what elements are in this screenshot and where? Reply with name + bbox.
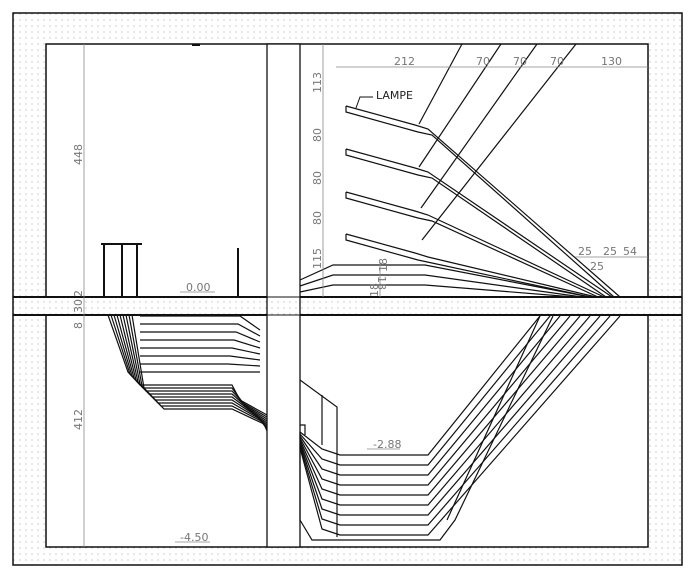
dim-upper-height: 448 (72, 144, 85, 165)
stair-lines (107, 43, 621, 541)
dim-slab-a: 8 (72, 322, 85, 329)
lamp-fin (345, 105, 621, 298)
funnel-line (299, 315, 571, 486)
lamp-fin (345, 233, 597, 298)
lamp-label: LAMPE (376, 89, 413, 102)
dim-vertical: 80 (311, 171, 324, 185)
funnel-line (299, 315, 541, 456)
dimension-lines (83, 44, 648, 547)
lower-step (140, 339, 261, 349)
dim-bottom-right: 25 (578, 245, 592, 258)
lower-step (131, 314, 268, 432)
column-slab (266, 296, 301, 316)
dim-horizontal: 212 (394, 55, 415, 68)
funnel-line (299, 315, 601, 516)
level-0-label: 0.00 (186, 281, 211, 294)
funnel-line (299, 315, 561, 476)
dim-horizontal: 70 (513, 55, 527, 68)
dim-slab-b: 30 (72, 299, 85, 313)
support-line (420, 43, 538, 209)
level-mid-label: -2.88 (373, 438, 401, 451)
lower-step (140, 315, 261, 331)
dim-step: 18 (375, 276, 388, 290)
dim-lower-height: 412 (72, 409, 85, 430)
lower-step (140, 323, 261, 337)
dim-horizontal: 70 (476, 55, 490, 68)
dim-bottom-right: 25 (590, 260, 604, 273)
support-line (421, 43, 577, 241)
lower-step (125, 314, 268, 428)
lower-step (140, 363, 261, 367)
dim-vertical: 80 (311, 128, 324, 142)
lower-step (113, 314, 268, 420)
lower-step (107, 314, 268, 416)
dim-slab-c: 2 (72, 290, 85, 297)
level-bottom-label: -4.50 (180, 531, 208, 544)
lamp-fin (345, 149, 607, 298)
lower-step (140, 347, 261, 355)
dim-horizontal: 70 (550, 55, 564, 68)
lamp-leader (355, 96, 373, 109)
lower-step (128, 314, 268, 430)
lower-room (45, 314, 649, 548)
funnel-line (299, 315, 621, 536)
dim-bottom-right: 25 (603, 245, 617, 258)
dim-bottom-right: 54 (623, 245, 637, 258)
support-line (418, 43, 463, 125)
upper-room (45, 43, 649, 298)
lower-step (110, 314, 268, 418)
column (266, 43, 301, 548)
table (101, 44, 239, 297)
railing (300, 424, 306, 435)
step-line (299, 264, 591, 298)
dim-vertical: 115 (311, 248, 324, 269)
dim-step: 18 (368, 283, 381, 297)
step-line (299, 284, 575, 298)
railing (299, 379, 338, 537)
dim-step: 18 (377, 258, 390, 272)
lower-step (122, 314, 268, 426)
funnel-outer (299, 315, 554, 541)
step-line (299, 274, 583, 298)
lower-step (140, 355, 261, 361)
lamp-fin (345, 191, 605, 298)
support-line (418, 43, 502, 168)
funnel-line (299, 315, 611, 526)
dim-vertical: 113 (311, 72, 324, 93)
funnel-line (299, 315, 581, 496)
lower-step (119, 314, 268, 424)
lower-step (116, 314, 268, 422)
lamp-fin (345, 148, 613, 298)
lamp-fin (345, 106, 615, 298)
funnel-line (299, 315, 551, 466)
lamp-fin (345, 192, 599, 298)
funnel-outer (446, 315, 541, 521)
lower-step (140, 331, 261, 343)
dim-horizontal: 130 (601, 55, 622, 68)
lamp-fin (345, 234, 591, 298)
dim-vertical: 80 (311, 211, 324, 225)
